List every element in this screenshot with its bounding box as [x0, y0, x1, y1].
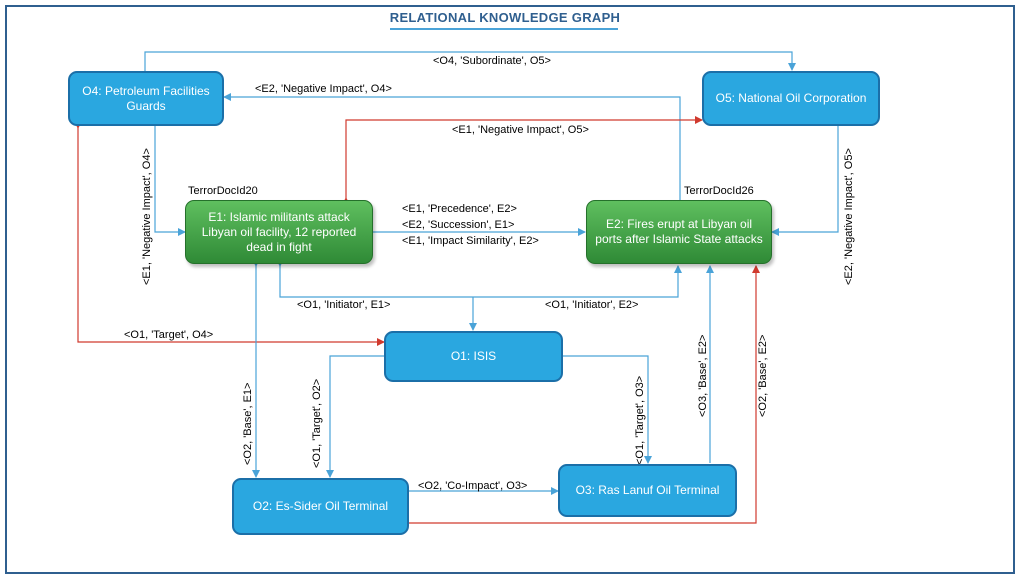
label-e1-o4-negative: <E1, 'Negative Impact', O4>	[141, 148, 153, 285]
label-o2-o3-coimpact: <O2, 'Co-Impact', O3>	[418, 480, 527, 492]
title-underline	[390, 28, 618, 30]
label-o1-e1-initiator: <O1, 'Initiator', E1>	[297, 299, 390, 311]
label-o1-e2-initiator: <O1, 'Initiator', E2>	[545, 299, 638, 311]
label-o1-o4-target: <O1, 'Target', O4>	[124, 329, 213, 341]
label-o2-e1-base: <O2, 'Base', E1>	[242, 383, 254, 465]
label-e1-e2-precedence: <E1, 'Precedence', E2>	[402, 203, 517, 215]
label-e1-o5-negative: <E1, 'Negative Impact', O5>	[452, 124, 589, 136]
label-e2-o5-negative: <E2, 'Negative Impact', O5>	[843, 148, 855, 285]
edge-e2-o5-negative	[771, 119, 842, 236]
diagram-title: RELATIONAL KNOWLEDGE GRAPH	[389, 10, 621, 25]
node-o1: O1: ISIS	[384, 331, 563, 382]
node-o5: O5: National Oil Corporation	[702, 71, 880, 126]
edge-e1-o4-negative	[151, 119, 186, 236]
node-e2: E2: Fires erupt at Libyan oil ports afte…	[586, 200, 772, 264]
label-o2-e2-base: <O2, 'Base', E2>	[757, 335, 769, 417]
diagram-frame	[5, 5, 1015, 574]
label-e2-o4-negative: <E2, 'Negative Impact', O4>	[255, 83, 392, 95]
label-o1-o2-target: <O1, 'Target', O2>	[311, 379, 323, 468]
label-o1-o3-target: <O1, 'Target', O3>	[634, 376, 646, 465]
edge-o1-o2-target	[326, 352, 391, 478]
edge-o1-e1-e2-initiator	[276, 259, 682, 298]
label-e2-e1-succession: <E2, 'Succession', E1>	[402, 219, 514, 231]
label-o4-o5-subordinate: <O4, 'Subordinate', O5>	[433, 55, 551, 67]
node-o4: O4: Petroleum Facilities Guards	[68, 71, 224, 126]
node-e1: E1: Islamic militants attack Libyan oil …	[185, 200, 373, 264]
edge-o4-o5-subordinate	[141, 51, 796, 78]
node-o2: O2: Es-Sider Oil Terminal	[232, 478, 409, 535]
edge-o2-e2-base	[402, 265, 760, 527]
node-o3: O3: Ras Lanuf Oil Terminal	[558, 464, 737, 517]
label-o3-e2-base: <O3, 'Base', E2>	[697, 335, 709, 417]
doc-label-e1: TerrorDocId20	[188, 185, 258, 197]
doc-label-e2: TerrorDocId26	[684, 185, 754, 197]
edge-o1-o4-target	[74, 121, 385, 346]
edge-e2-o4-negative	[223, 93, 681, 200]
label-e1-e2-similarity: <E1, 'Impact Similarity', E2>	[402, 235, 539, 247]
